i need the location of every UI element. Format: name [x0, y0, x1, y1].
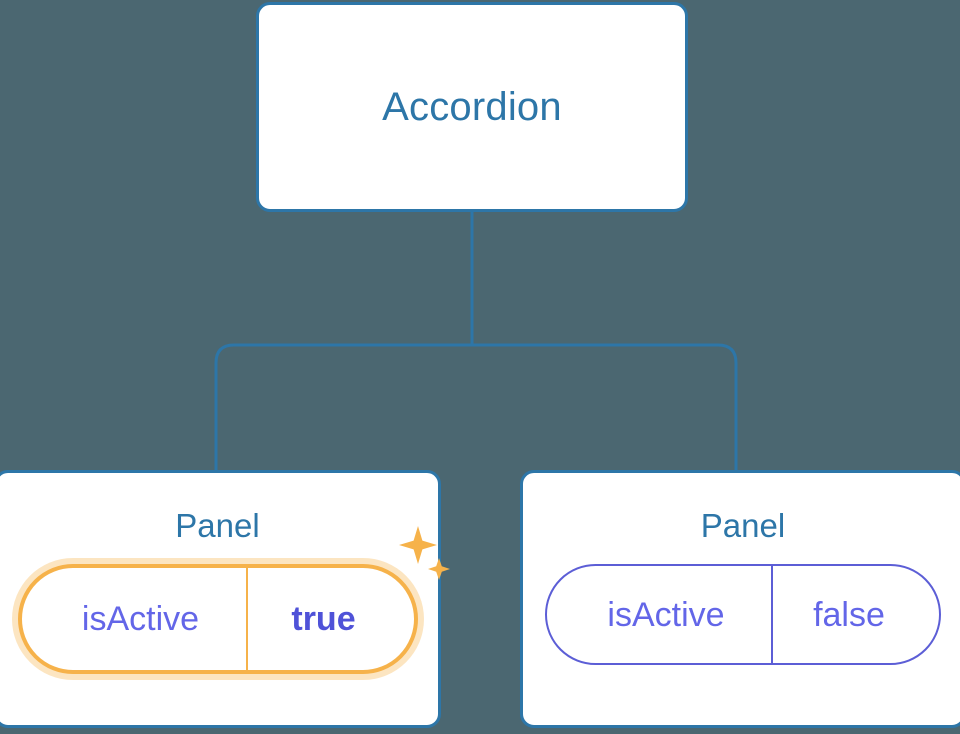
prop-value-label: true: [245, 568, 414, 670]
prop-pill-isactive-false[interactable]: isActive false: [545, 564, 941, 665]
prop-key-label: isActive: [607, 595, 725, 634]
node-accordion-label: Accordion: [382, 85, 562, 129]
prop-pill-isactive-true[interactable]: isActive true: [17, 564, 418, 674]
prop-pill-right-wrap: isActive false: [545, 564, 941, 665]
prop-pill-left-wrap: isActive true: [17, 526, 450, 674]
node-accordion[interactable]: Accordion: [256, 2, 688, 212]
node-panel-left-label: Panel: [175, 507, 260, 544]
prop-key-label: isActive: [81, 600, 200, 638]
prop-value-label: false: [771, 566, 939, 663]
node-panel-right-label: Panel: [700, 507, 786, 544]
node-panel-left[interactable]: Panel isActive true: [0, 470, 450, 728]
node-panel-right[interactable]: Panel isActive false: [520, 470, 960, 728]
connector-branch-bus: [214, 343, 738, 470]
